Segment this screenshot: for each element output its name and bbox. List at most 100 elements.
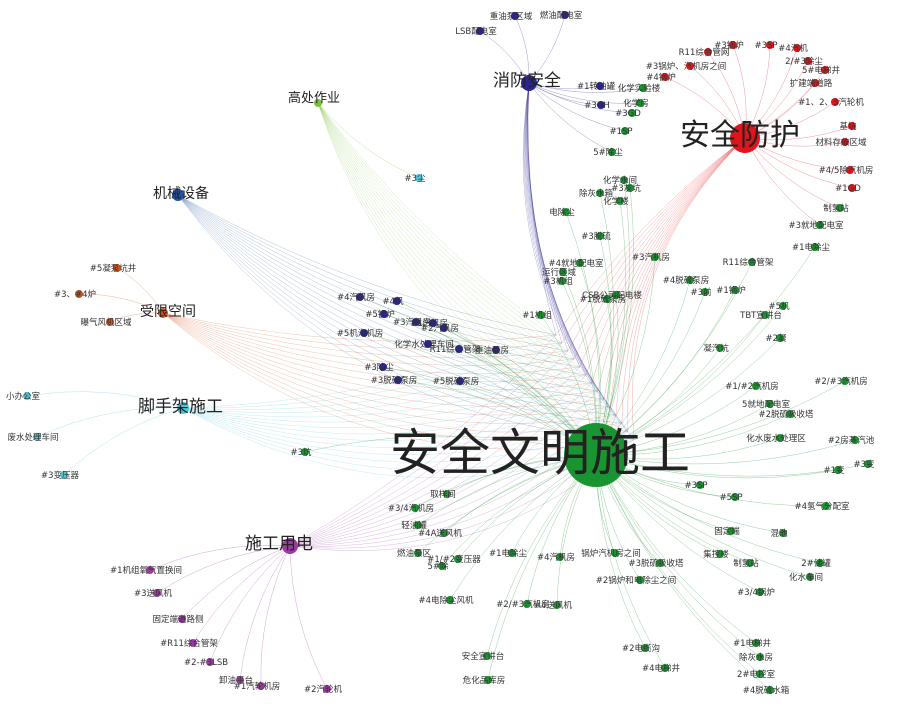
- leaf-label: #3送风机: [134, 588, 173, 599]
- leaf-label: #1汽轮机房: [234, 681, 281, 692]
- leaf-label: 燃油泵区: [397, 548, 432, 559]
- edge-safety_protection-fan: [585, 137, 746, 376]
- leaf-node: [811, 243, 819, 251]
- edge-fire_safety-fan: [523, 82, 629, 432]
- leaf-node: [558, 277, 566, 285]
- leaf-label: #3除尘: [364, 362, 394, 373]
- leaf-label: 危化品库房: [463, 675, 506, 686]
- edge-construction_power-fan: [289, 358, 575, 547]
- leaf-label: 卸油平台: [219, 675, 253, 686]
- edge-safe_construction: [595, 454, 761, 658]
- leaf-label: 材料存放区域: [815, 137, 867, 148]
- leaf-node: [831, 98, 839, 106]
- leaf-label: #1电梯井: [733, 638, 771, 649]
- leaf-node: [446, 596, 454, 604]
- leaf-node: [476, 27, 484, 35]
- edge-scaffold-fan: [182, 406, 611, 448]
- leaf-label: #3变: [853, 459, 875, 470]
- edge-machinery-fan: [177, 194, 557, 336]
- leaf-label: #3锅炉、汽机房之间: [646, 61, 727, 72]
- edge-machinery-fan: [177, 194, 605, 400]
- hub-node-scaffold: [177, 402, 189, 414]
- leaf-node: [379, 363, 387, 371]
- edge-confined_space-fan: [162, 312, 611, 416]
- edge-confined_space: [78, 293, 164, 314]
- leaf-label: R11综合管架: [430, 344, 481, 355]
- edge-safe_construction: [359, 296, 597, 456]
- leaf-node: [455, 345, 463, 353]
- leaf-node: [811, 79, 819, 87]
- leaf-label: #4锅炉: [646, 72, 676, 83]
- leaf-label: #1SP: [609, 127, 632, 137]
- edge-high_work-fan: [317, 102, 635, 440]
- edge-machinery-fan: [177, 194, 599, 392]
- edge-machinery-fan: [177, 194, 617, 416]
- leaf-node: [438, 562, 446, 570]
- leaf-node: [492, 346, 500, 354]
- edge-safe_construction: [595, 380, 846, 456]
- edge-safe_construction: [396, 300, 597, 456]
- leaf-label: 5#除: [427, 561, 449, 572]
- leaf-node: [716, 550, 724, 558]
- leaf-node: [562, 208, 570, 216]
- leaf-label: #3坑: [290, 447, 312, 458]
- leaf-label: 重油泵房: [475, 345, 509, 356]
- leaf-label: 固定端道路侧: [152, 614, 203, 625]
- edge-safe_construction: [595, 439, 856, 465]
- edge-scaffold-fan: [182, 382, 593, 429]
- edge-confined_space-fan: [162, 312, 587, 382]
- leaf-node: [841, 138, 849, 146]
- leaf-label: 基坑: [839, 121, 857, 132]
- leaf-node: [756, 653, 764, 661]
- leaf-node: [793, 44, 801, 52]
- edge-fire_safety-fan: [527, 82, 563, 344]
- leaf-label: 废水处理车间: [7, 432, 58, 443]
- leaf-node: [484, 676, 492, 684]
- leaf-node: [523, 600, 531, 608]
- edge-safe_construction: [595, 200, 626, 456]
- leaf-label: 扩建端道路: [790, 78, 833, 89]
- leaf-node: [394, 376, 402, 384]
- hub-node-confined_space: [158, 308, 168, 318]
- leaf-node: [257, 682, 265, 690]
- leaf-node: [779, 529, 787, 537]
- leaf-node: [686, 276, 694, 284]
- leaf-label: #3脱硫: [581, 231, 611, 242]
- leaf-node: [716, 344, 724, 352]
- edge-scaffold-fan: [182, 350, 569, 410]
- edge-construction_power-fan: [289, 350, 569, 547]
- edge-safety_protection-fan: [561, 137, 746, 344]
- leaf-label: #3SP: [754, 41, 777, 51]
- leaf-label: 轻油罐: [401, 520, 427, 531]
- leaf-node: [761, 311, 769, 319]
- leaf-node: [440, 529, 448, 537]
- leaf-label: #1电除尘: [489, 548, 528, 559]
- edge-machinery-fan: [177, 194, 623, 424]
- edge-safety_protection-fan: [621, 137, 746, 424]
- edge-scaffold-fan: [182, 366, 581, 418]
- edge-construction_power-fan: [289, 342, 563, 547]
- leaf-node: [864, 460, 872, 468]
- edge-machinery-fan: [177, 194, 581, 368]
- edge-fire_safety-fan: [527, 82, 569, 352]
- edge-machinery-fan: [177, 194, 629, 432]
- leaf-label: 除灰水房: [739, 652, 773, 663]
- leaf-node: [75, 290, 83, 298]
- leaf-label: #3尘: [404, 173, 426, 184]
- edge-construction_power-fan: [289, 374, 587, 547]
- leaf-node: [766, 686, 774, 694]
- leaf-label: #1电除尘: [792, 242, 831, 253]
- leaf-node: [731, 286, 739, 294]
- edge-confined_space-fan: [162, 312, 593, 391]
- edge-machinery-fan: [177, 194, 569, 352]
- leaf-label: #4就地配电室: [548, 258, 604, 269]
- edge-safe_construction: [383, 313, 597, 456]
- leaf-label: #4汽机: [778, 43, 808, 54]
- leaf-node: [621, 127, 629, 135]
- leaf-node: [636, 99, 644, 107]
- leaf-node: [696, 481, 704, 489]
- edge-confined_space-fan: [162, 312, 563, 350]
- edge-construction_power-fan: [289, 398, 605, 547]
- leaf-node: [704, 48, 712, 56]
